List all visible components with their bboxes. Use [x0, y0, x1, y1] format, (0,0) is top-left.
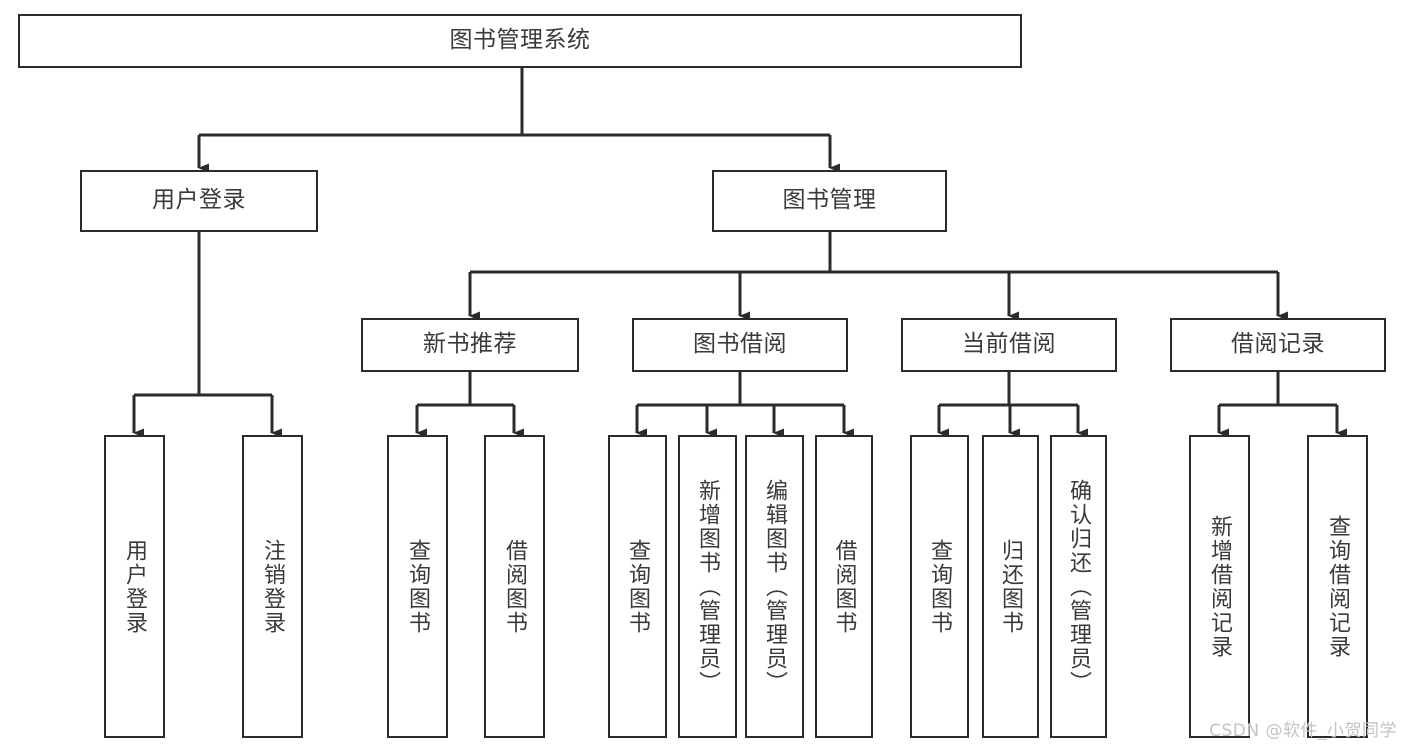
node-user-login-label: 用户登录	[152, 187, 246, 214]
node-leaf-borrow-book-1: 借阅图书	[484, 435, 545, 738]
node-leaf-query-book-1: 查询图书	[387, 435, 448, 738]
node-new-book-recommend-label: 新书推荐	[423, 331, 517, 358]
node-new-book-recommend: 新书推荐	[361, 318, 579, 372]
node-leaf-user-login-label: 用户登录	[122, 538, 148, 635]
node-leaf-logout-login: 注销登录	[242, 435, 303, 738]
node-current-borrow-label: 当前借阅	[962, 331, 1056, 358]
node-leaf-add-book: 新增图书（管理员）	[678, 435, 737, 738]
node-leaf-edit-book-label: 编辑图书（管理员）	[762, 478, 788, 695]
node-leaf-borrow-book-2-label: 借阅图书	[831, 538, 857, 635]
node-leaf-query-book-1-label: 查询图书	[405, 538, 431, 635]
node-book-borrow: 图书借阅	[632, 318, 848, 372]
node-leaf-edit-book: 编辑图书（管理员）	[745, 435, 804, 738]
node-leaf-return-book-label: 归还图书	[998, 538, 1024, 635]
node-leaf-add-book-label: 新增图书（管理员）	[695, 478, 721, 695]
node-leaf-return-book: 归还图书	[982, 435, 1039, 738]
node-leaf-query-borrow-record-label: 查询借阅记录	[1325, 514, 1351, 659]
node-book-management-label: 图书管理	[782, 187, 877, 214]
node-leaf-query-borrow-record: 查询借阅记录	[1307, 435, 1368, 738]
node-book-borrow-label: 图书借阅	[693, 331, 787, 358]
node-leaf-borrow-book-1-label: 借阅图书	[502, 538, 528, 635]
node-leaf-borrow-book-2: 借阅图书	[815, 435, 873, 738]
node-leaf-logout-login-label: 注销登录	[260, 538, 286, 635]
node-leaf-confirm-return: 确认归还（管理员）	[1050, 435, 1107, 738]
node-leaf-confirm-return-label: 确认归还（管理员）	[1066, 478, 1092, 695]
node-book-management: 图书管理	[712, 170, 947, 232]
node-leaf-add-borrow-record-label: 新增借阅记录	[1207, 514, 1233, 659]
node-root-system-label: 图书管理系统	[449, 27, 591, 54]
node-leaf-query-book-3: 查询图书	[910, 435, 969, 738]
node-leaf-add-borrow-record: 新增借阅记录	[1189, 435, 1250, 738]
node-leaf-query-book-3-label: 查询图书	[927, 538, 953, 635]
node-borrow-record-label: 借阅记录	[1231, 331, 1325, 358]
node-current-borrow: 当前借阅	[901, 318, 1117, 372]
node-leaf-query-book-2-label: 查询图书	[625, 538, 651, 635]
node-leaf-query-book-2: 查询图书	[608, 435, 667, 738]
node-borrow-record: 借阅记录	[1170, 318, 1386, 372]
node-user-login: 用户登录	[80, 170, 318, 232]
node-leaf-user-login: 用户登录	[104, 435, 165, 738]
node-root-system: 图书管理系统	[18, 14, 1022, 68]
